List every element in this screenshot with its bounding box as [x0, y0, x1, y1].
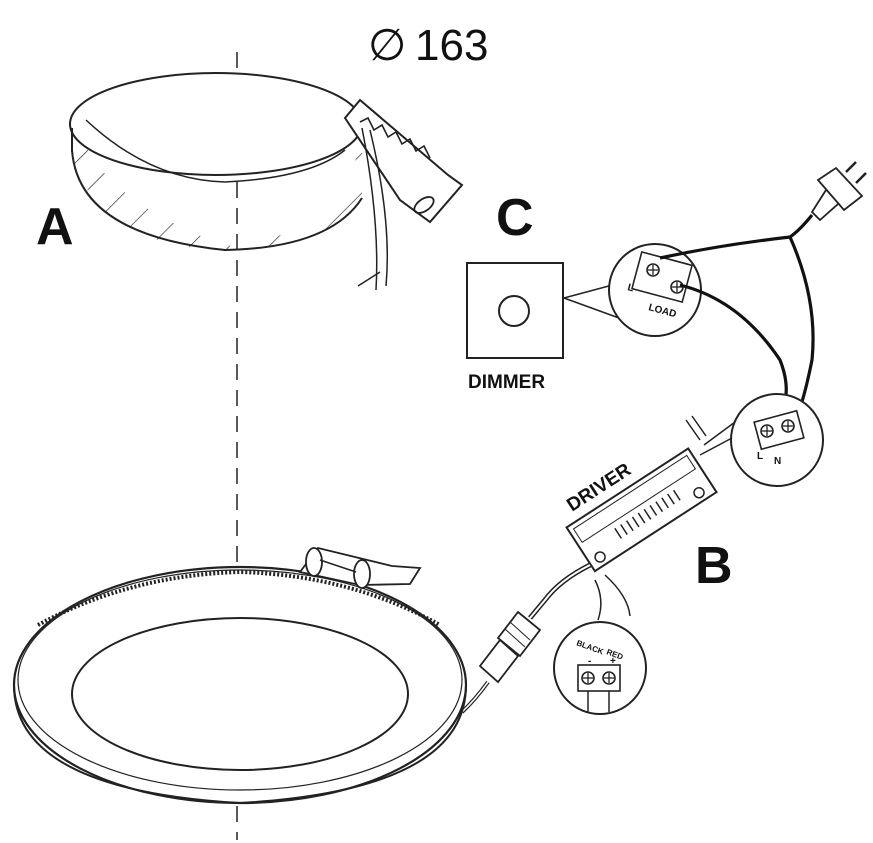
terminal-minus-label: - [588, 656, 591, 667]
dimmer-box [466, 262, 564, 359]
mains-terminal-callout: L N [699, 393, 824, 487]
plug-connector-icon [478, 610, 542, 684]
diameter-value: 163 [415, 21, 488, 70]
terminal-n-label: N [774, 456, 781, 467]
driver-box [565, 447, 718, 573]
label-c: C [496, 189, 534, 247]
dimmer-knob-icon [498, 295, 530, 327]
mains-plug-icon [810, 161, 867, 222]
mains-wire-live [659, 214, 814, 260]
spring-clip-icon [343, 98, 464, 291]
dimmer-terminal-callout: L LOAD [608, 243, 702, 337]
dimmer-label: DIMMER [468, 372, 545, 393]
terminal-plus-label: + [610, 656, 616, 667]
terminal-l-label: L [626, 282, 635, 294]
panel-spring-clip-icon [298, 546, 422, 589]
led-panel [12, 565, 468, 805]
ceiling-cutout [69, 72, 363, 252]
mains-wire-load [679, 283, 788, 406]
label-a: A [36, 198, 74, 256]
led-terminal-callout: BLACK RED - + [553, 621, 647, 715]
output-cable [528, 562, 592, 620]
label-b: B [695, 537, 733, 595]
mains-wire-neutral [788, 236, 815, 409]
diameter-symbol: ∅ [368, 21, 406, 70]
diameter-dimension: ∅ 163 [368, 21, 488, 70]
terminal-l-label: L [757, 451, 763, 462]
